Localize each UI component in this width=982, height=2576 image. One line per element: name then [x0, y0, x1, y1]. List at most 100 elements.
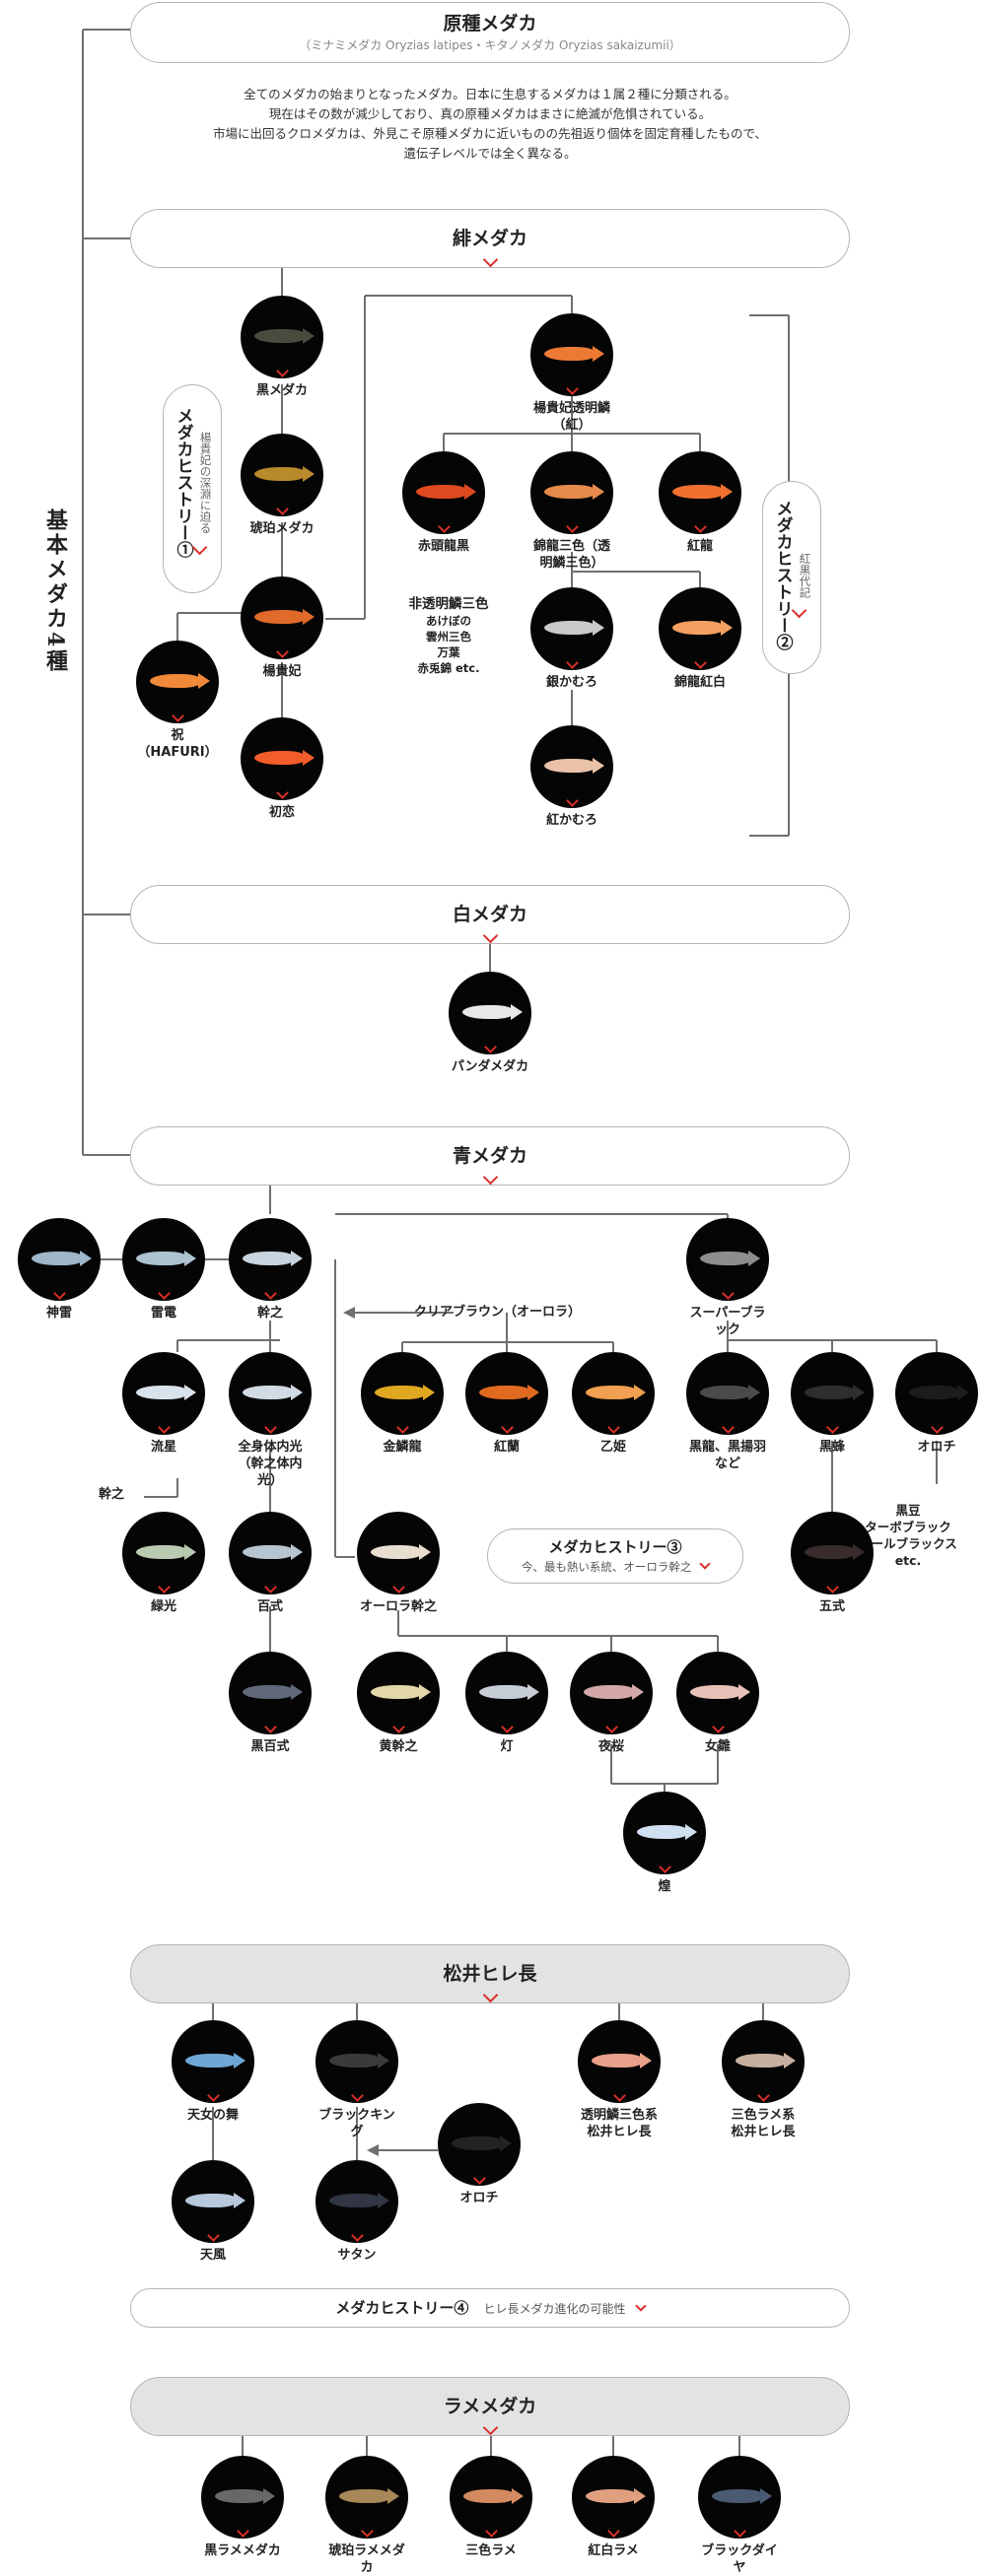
fish-icon — [185, 2054, 237, 2068]
chevron-down-icon — [566, 794, 579, 807]
fish-node-kohaku-lame2[interactable]: 紅白ラメ — [572, 2456, 655, 2559]
fish-node-yozakura[interactable]: 夜桜 — [570, 1652, 653, 1755]
history-2-link[interactable]: メダカヒストリー② 紅黒代記 — [762, 481, 821, 674]
fish-node-sekiyo[interactable]: 赤頭龍黒 — [402, 451, 485, 555]
fish-node-panda[interactable]: パンダメダカ — [449, 972, 531, 1075]
fish-node-kohaku-lame[interactable]: 琥珀ラメメダカ — [325, 2456, 408, 2576]
fish-label: ブラックキング — [318, 2108, 395, 2139]
fish-label: 琥珀ラメメダカ — [328, 2543, 405, 2575]
section-header-ao[interactable]: 青メダカ — [130, 1126, 850, 1186]
fish-label: 金鱗龍 — [383, 1440, 422, 1455]
fish-node-otohime[interactable]: 乙姫 — [572, 1352, 655, 1456]
fish-node-youkihi[interactable]: 楊貴妃 — [241, 576, 323, 680]
fish-node-youkihi-toumei[interactable]: 楊貴妃透明鱗（紅） — [530, 313, 613, 434]
connector-line — [490, 2436, 492, 2456]
fish-node-kokuhou[interactable]: 黒蜂 — [791, 1352, 874, 1456]
fish-tail-icon — [291, 1544, 303, 1560]
fish-node-aurora[interactable]: オーロラ幹之 — [357, 1512, 440, 1615]
note-item: etc. — [894, 1553, 922, 1568]
fish-node-kuro-hyakushiki[interactable]: 黒百式 — [229, 1652, 312, 1755]
fish-label: 天風 — [199, 2248, 226, 2263]
fish-node-tennyo[interactable]: 天女の舞 — [172, 2020, 254, 2124]
chevron-down-icon — [158, 1287, 171, 1300]
chevron-down-icon — [473, 2172, 486, 2185]
fish-node-kuro[interactable]: 黒メダカ — [241, 296, 323, 399]
chevron-down-icon — [634, 2300, 647, 2312]
section-title: 白メダカ — [452, 904, 527, 925]
fish-label: 黒ラメメダカ — [204, 2543, 281, 2558]
fish-node-beni-kamuro[interactable]: 紅かむろ — [530, 725, 613, 829]
fish-tail-icon — [853, 1544, 865, 1560]
fish-tail-icon — [760, 2488, 772, 2504]
fish-node-nishiki[interactable]: 錦龍三色（透明鱗三色） — [530, 451, 613, 572]
fish-node-super-black[interactable]: スーパーブラック — [686, 1218, 769, 1338]
fish-icon — [416, 485, 467, 499]
fish-node-goshiki[interactable]: 五式 — [791, 1512, 874, 1615]
fish-node-kohaku[interactable]: 琥珀メダカ — [241, 434, 323, 537]
fish-node-miyuki[interactable]: 幹之 — [229, 1218, 312, 1322]
fish-node-orochi[interactable]: オロチ — [895, 1352, 978, 1456]
fish-photo — [325, 2456, 408, 2539]
fish-node-kokuryu[interactable]: 黒龍、黒揚羽など — [686, 1352, 769, 1472]
fish-node-benryu[interactable]: 紅龍 — [659, 451, 741, 555]
fish-tail-icon — [419, 1544, 431, 1560]
fish-node-kinrinryu[interactable]: 金鱗龍 — [361, 1352, 444, 1456]
fish-node-kouran[interactable]: 紅蘭 — [465, 1352, 548, 1456]
section-header-lame[interactable]: ラメメダカ — [130, 2377, 850, 2436]
fish-node-raiden[interactable]: 雷電 — [122, 1218, 205, 1322]
fish-node-sanshoku-lame2[interactable]: 三色ラメ — [450, 2456, 532, 2559]
fish-tail-icon — [80, 1251, 92, 1266]
fish-node-toumei-sanshoku[interactable]: 透明鱗三色系 松井ヒレ長 — [578, 2020, 661, 2140]
history-3-link[interactable]: メダカヒストリー③ 今、最も熱い系統、オーロラ幹之 — [487, 1528, 743, 1584]
fish-node-hafuri[interactable]: 祝（HAFURI） — [136, 641, 219, 761]
fish-node-nishiki-kohaku[interactable]: 錦龍紅白 — [659, 587, 741, 691]
fish-node-sanshoku-lame[interactable]: 三色ラメ系 松井ヒレ長 — [722, 2020, 805, 2140]
fish-icon — [150, 674, 201, 688]
note-title: 非透明鱗三色 — [408, 596, 489, 612]
fish-photo — [201, 2456, 284, 2539]
fish-node-satan[interactable]: サタン — [316, 2160, 398, 2264]
fish-node-black-diamond[interactable]: ブラックダイヤ — [698, 2456, 781, 2576]
connector-line — [936, 1441, 938, 1484]
fish-node-kuro-lame[interactable]: 黒ラメメダカ — [201, 2456, 284, 2559]
fish-node-hatsukoi[interactable]: 初恋 — [241, 717, 323, 821]
connector-line — [738, 2436, 740, 2456]
fish-tail-icon — [593, 758, 604, 774]
fish-node-ki-miyuki[interactable]: 黄幹之 — [357, 1652, 440, 1755]
fish-node-tenpu[interactable]: 天風 — [172, 2160, 254, 2264]
fish-photo — [241, 717, 323, 800]
history-1-link[interactable]: メダカヒストリー① 楊貴妃の深淵に迫る — [163, 384, 222, 593]
chevron-down-icon — [757, 2089, 770, 2102]
fish-icon — [243, 1685, 294, 1699]
connector-line — [571, 394, 573, 434]
history-2-title: メダカヒストリー② — [772, 500, 793, 650]
fish-node-tomoshibi[interactable]: 灯 — [465, 1652, 548, 1755]
history-4-link[interactable]: メダカヒストリー④ ヒレ長メダカ進化の可能性 — [130, 2288, 850, 2328]
origin-header[interactable]: 原種メダカ （ミナミメダカ Oryzias latipes・キタノメダカ Ory… — [130, 2, 850, 63]
fish-icon — [375, 1386, 426, 1399]
fish-photo — [791, 1352, 874, 1435]
connector-line — [212, 2003, 214, 2020]
origin-title: 原種メダカ — [443, 13, 537, 34]
fish-node-meoto[interactable]: 女雛 — [676, 1652, 759, 1755]
fish-tail-icon — [957, 1385, 969, 1400]
fish-node-kou[interactable]: 煌 — [623, 1792, 706, 1895]
fish-node-orochi2[interactable]: オロチ — [438, 2103, 521, 2206]
fish-node-ryokkou[interactable]: 緑光 — [122, 1512, 205, 1615]
fish-node-black-king[interactable]: ブラックキング — [316, 2020, 398, 2140]
note-item: オールブラックス — [859, 1536, 957, 1551]
fish-node-gin-kamuro[interactable]: 銀かむろ — [530, 587, 613, 691]
section-header-matsui[interactable]: 松井ヒレ長 — [130, 1944, 850, 2003]
fish-photo — [229, 1652, 312, 1734]
section-title: ラメメダカ — [443, 2396, 537, 2417]
fish-node-zenshin[interactable]: 全身体内光 （幹之体内光） — [229, 1352, 312, 1489]
section-header-shiro[interactable]: 白メダカ — [130, 885, 850, 944]
fish-node-jinrai[interactable]: 神雷 — [18, 1218, 101, 1322]
section-header-hi[interactable]: 緋メダカ — [130, 209, 850, 268]
connector-line — [402, 1341, 613, 1343]
chevron-down-icon — [566, 656, 579, 669]
fish-node-ryusei[interactable]: 流星 — [122, 1352, 205, 1456]
fish-tail-icon — [685, 1824, 697, 1840]
connector-line — [269, 1186, 271, 1214]
fish-node-hyakushiki[interactable]: 百式 — [229, 1512, 312, 1615]
